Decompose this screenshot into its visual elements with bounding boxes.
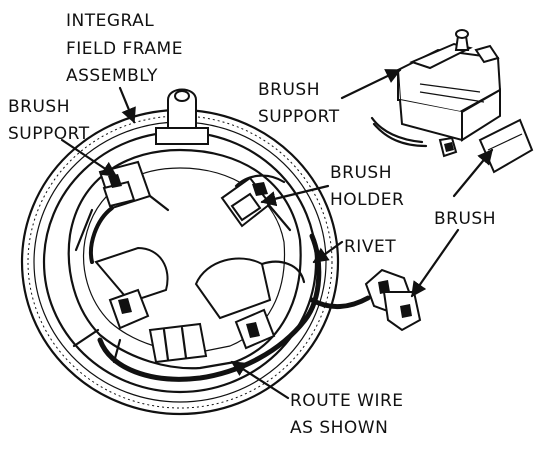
leader-brush-top xyxy=(452,148,494,198)
label-brush-holder-line2: HOLDER xyxy=(330,190,404,210)
leader-brush-holder xyxy=(260,184,330,207)
lower-right-brush-holder xyxy=(194,257,306,350)
leader-integral-field-frame xyxy=(118,86,136,124)
label-brush-support-left-line2: SUPPORT xyxy=(8,124,90,144)
leader-route-wire xyxy=(230,360,290,400)
label-brush-support-right-line1: BRUSH xyxy=(258,80,320,100)
lug-base xyxy=(155,127,209,145)
wire-to-connector xyxy=(309,295,371,309)
wire-left-run xyxy=(89,206,114,264)
label-integral-field-frame-line1: INTEGRAL xyxy=(66,11,154,31)
label-brush-support-left-line1: BRUSH xyxy=(8,97,70,117)
leader-brush-bottom xyxy=(410,228,460,298)
brush-connector xyxy=(364,268,422,332)
top-mounting-lug xyxy=(167,88,197,131)
leader-lines xyxy=(60,68,494,400)
field-frame-assembly xyxy=(20,88,371,416)
label-brush-holder-line1: BRUSH xyxy=(330,163,392,183)
label-brush: BRUSH xyxy=(434,209,496,229)
routed-wire xyxy=(97,233,322,382)
leader-brush-support-left xyxy=(60,138,118,178)
label-integral-field-frame-line3: ASSEMBLY xyxy=(66,66,158,86)
label-rivet: RIVET xyxy=(344,237,396,257)
brush-support-detail xyxy=(370,29,534,174)
leader-rivet xyxy=(312,240,344,264)
center-terminal xyxy=(148,322,208,364)
brush-support-left-part xyxy=(74,160,170,252)
brush-plate xyxy=(67,148,302,370)
brush-holder-part xyxy=(220,174,292,232)
label-route-wire-line1: ROUTE WIRE xyxy=(290,391,404,411)
lug-hole xyxy=(174,90,190,102)
callout-labels: INTEGRAL FIELD FRAME ASSEMBLY BRUSH SUPP… xyxy=(8,11,496,438)
frame-dotted-ring xyxy=(27,115,333,409)
plate-inner-contour xyxy=(82,167,286,353)
leader-brush-support-right xyxy=(340,68,402,100)
label-brush-support-right-line2: SUPPORT xyxy=(258,107,340,127)
label-integral-field-frame-line2: FIELD FRAME xyxy=(66,39,183,59)
label-route-wire-line2: AS SHOWN xyxy=(290,418,388,438)
